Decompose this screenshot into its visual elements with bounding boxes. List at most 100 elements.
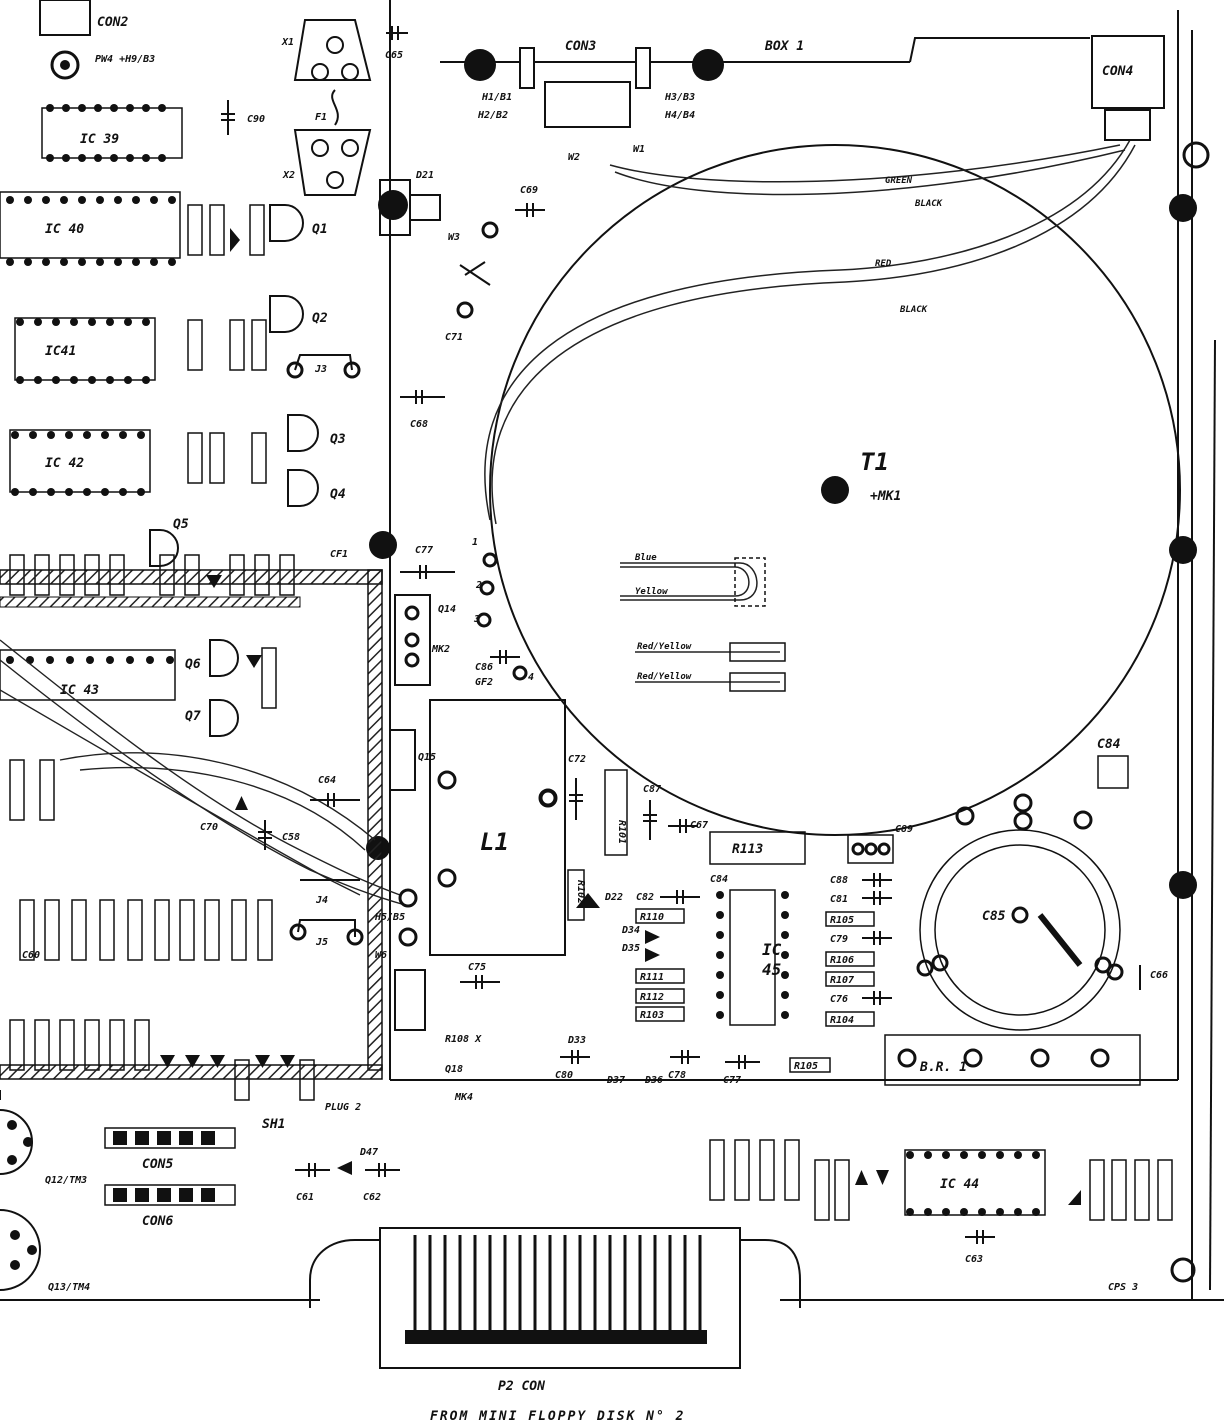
diode-d37: D37 (606, 1075, 625, 1086)
cap-c62: C62 (363, 1192, 381, 1203)
wire-black-1: BLACK (914, 199, 944, 209)
res-r110: R110 (640, 912, 664, 923)
cap-c72: C72 (568, 754, 586, 765)
mount-plug2: PLUG 2 (325, 1102, 361, 1113)
transformer-t1: T1 +MK1 (489, 144, 1181, 836)
jumper-j5: J5 (315, 937, 328, 948)
mount-h1b1: H1/B1 (481, 92, 512, 103)
cap-c84b: C84 (710, 874, 728, 885)
cap-c68: C68 (410, 419, 428, 430)
con3-label: CON3 (565, 39, 596, 54)
transistor-q1: Q1 (312, 222, 328, 237)
mount-h3b3: H3/B3 (664, 92, 695, 103)
transistors (0, 204, 431, 1291)
p2-label: P2 CON (498, 1379, 545, 1394)
cap-c90: C90 (247, 114, 265, 125)
cap-c65: C65 (385, 50, 403, 61)
cap-c75: C75 (468, 962, 486, 973)
mount-h2b2: H2/B2 (477, 110, 508, 121)
box-label: BOX 1 (764, 39, 804, 54)
wire-blue: Blue (634, 553, 657, 563)
cap-c71: C71 (445, 332, 463, 343)
jumpers (294, 354, 360, 937)
transformer-mount-hole (821, 476, 849, 504)
ic45-label-a: IC (762, 940, 782, 959)
transistor-q5: Q5 (173, 517, 189, 532)
ic45-label-b: 45 (762, 960, 781, 979)
transistor-labels: Q1 Q2 Q3 Q4 Q5 Q6 Q7 Q14 Q15 Q18 Q12/TM3… (45, 222, 463, 1293)
ic43-label: IC 43 (60, 683, 99, 698)
mount-mk4: MK4 (454, 1092, 473, 1103)
cap-c77: C77 (415, 545, 433, 556)
mount-sh1: SH1 (262, 1117, 285, 1132)
res-r105: R105 (830, 915, 854, 926)
ic41-label: IC41 (45, 344, 76, 359)
cps3-label: CPS 3 (1108, 1282, 1138, 1293)
cap-c88: C88 (830, 875, 848, 886)
transistor-q15: Q15 (418, 752, 436, 763)
diode-d33: D33 (567, 1035, 586, 1046)
res-r104: R104 (830, 1015, 854, 1026)
res-r103: R103 (640, 1010, 664, 1021)
ic-column (0, 107, 1046, 1216)
con5-label: CON5 (142, 1157, 173, 1172)
transistor-q4: Q4 (330, 487, 346, 502)
pin-4: 4 (528, 672, 534, 683)
res-r111: R111 (640, 972, 664, 983)
con4-block: CON4 (1091, 35, 1165, 141)
diode-d36: D36 (644, 1075, 663, 1086)
cap-c69: C69 (520, 185, 538, 196)
transistor-q6: Q6 (185, 657, 201, 672)
cap-c78: C78 (668, 1070, 686, 1081)
jumper-x2: X2 (282, 170, 295, 181)
inductor-label: L1 (480, 828, 509, 856)
transformer-label: T1 (860, 448, 889, 476)
ic40-label: IC 40 (45, 222, 84, 237)
bottom-left-connectors: CON5 CON6 (142, 1157, 173, 1229)
cap-c63: C63 (965, 1254, 983, 1265)
transistor-q12: Q12/TM3 (45, 1175, 87, 1186)
pin-1: 1 (472, 537, 478, 548)
wire-w1: W1 (633, 144, 645, 155)
wire-yellow: Yellow (635, 587, 668, 597)
fuse-f1: F1 (315, 112, 327, 123)
cap-c82: C82 (636, 892, 654, 903)
mount-labels: H5/B5 MK2 MK4 GF2 CF1 B.R. 1 SH1 PLUG 2 … (262, 364, 967, 1132)
transistor-q18: Q18 (445, 1064, 463, 1075)
transistor-q14: Q14 (438, 604, 456, 615)
ic44-label: IC 44 (940, 1177, 979, 1192)
ic-pins (6, 104, 1040, 1216)
diode-d34: D34 (621, 925, 640, 936)
ic42-label: IC 42 (45, 456, 84, 471)
mount-h5b5: H5/B5 (374, 912, 405, 923)
cap-c61: C61 (296, 1192, 314, 1203)
mount-gf2: GF2 (475, 677, 493, 688)
fuse-holder: X1 X2 F1 (281, 19, 372, 196)
cap-c58: C58 (282, 832, 300, 843)
transformer-wires (484, 139, 1136, 683)
con2-block: CON2 PW4 +H9/B3 (39, 0, 155, 80)
mount-h4b4: H4/B4 (664, 110, 695, 121)
transistor-q7: Q7 (185, 709, 201, 724)
ic39-label: IC 39 (80, 132, 119, 147)
wire-labels: GREEN BLACK RED BLACK Blue Yellow Red/Ye… (375, 144, 944, 961)
shield-frame (0, 569, 383, 1080)
cap-c86: C86 (475, 662, 493, 673)
diode-d35: D35 (621, 943, 640, 954)
con3-block: CON3 H1/B1 H2/B2 H3/B3 H4/B4 (477, 39, 695, 128)
res-r106: R106 (830, 955, 854, 966)
res-r112: R112 (640, 992, 664, 1003)
res-r101: R101 (616, 820, 627, 844)
cap-c84: C84 (1097, 737, 1121, 752)
resistor-column (9, 204, 1173, 1221)
res-r105b: R105 (794, 1061, 818, 1072)
cap-c77b: C77 (723, 1075, 741, 1086)
jumper-j3: J3 (314, 364, 327, 375)
cap-c76: C76 (830, 994, 848, 1005)
cap-c64: C64 (318, 775, 336, 786)
con2-label: CON2 (97, 15, 128, 30)
board-outline (0, 0, 1224, 1301)
wire-red-yellow-2: Red/Yellow (637, 672, 692, 682)
mid-component-pads (286, 221, 1124, 1068)
